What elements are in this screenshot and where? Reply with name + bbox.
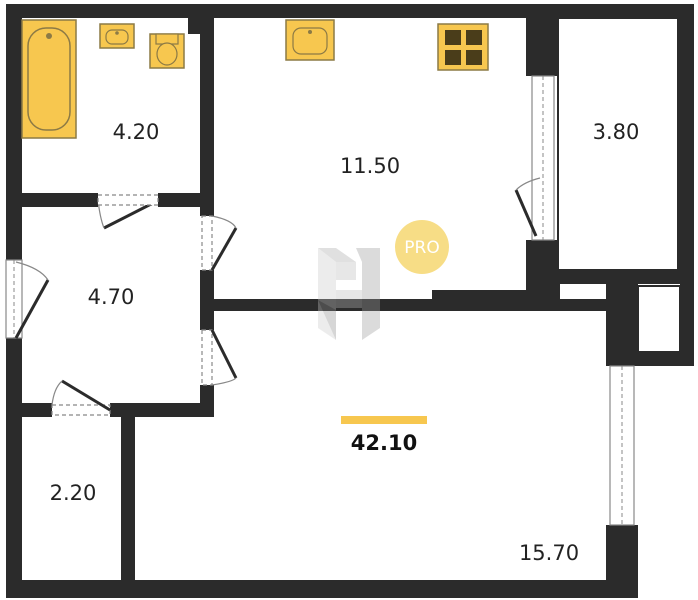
wall-left-upper: [6, 4, 22, 260]
room-area-bathroom: 4.20: [113, 120, 160, 144]
door-living-leaf: [210, 329, 238, 379]
wall-balcony-right: [678, 4, 694, 284]
room-area-kitchen: 11.50: [340, 154, 400, 178]
wall-balcony-outer: [544, 4, 694, 18]
doors: [14, 177, 541, 416]
wall-hall-bottom-b: [110, 403, 214, 417]
wall-top-notch: [188, 4, 202, 34]
wall-kitchen-corner: [432, 290, 528, 302]
wall-storage-right: [121, 415, 135, 595]
wall-top-left: [6, 4, 190, 18]
wall-bath-right: [200, 16, 214, 216]
wall-hall-bottom-a: [6, 403, 52, 417]
windows: [5, 75, 635, 526]
wall-left-mid: [6, 338, 22, 598]
room-area-hallway: 4.70: [88, 285, 135, 309]
room-area-storage: 2.20: [50, 481, 97, 505]
watermark-logo: [318, 248, 380, 340]
window-lines: [13, 76, 623, 525]
wall-living-right-a: [606, 284, 638, 366]
wall-kitchen-right-a: [526, 16, 560, 76]
door-storage-leaf: [61, 379, 111, 412]
total-area-bar: [341, 416, 427, 424]
door-entry-leaf: [14, 279, 50, 339]
wall-bottom: [6, 580, 638, 598]
total-area: 42.10: [351, 431, 417, 455]
door-balcony-leaf: [514, 189, 538, 237]
wall-balcony-bottom: [544, 270, 694, 284]
room-area-balcony: 3.80: [593, 120, 640, 144]
wall-balcony2-right: [680, 284, 694, 364]
walls: [6, 4, 694, 598]
wall-living-right-b: [606, 525, 638, 598]
fixtures: [21, 19, 489, 139]
wall-hall-right-a: [200, 270, 214, 330]
wall-bath-bottom-b: [158, 193, 214, 207]
wall-top-main: [202, 4, 556, 18]
room-area-living-room: 15.70: [519, 541, 579, 565]
door-kitchen-leaf: [210, 227, 238, 271]
wall-balcony2-bottom: [636, 352, 694, 366]
pro-badge-text: PRO: [404, 238, 439, 258]
wall-bath-bottom-a: [6, 193, 98, 207]
balcony-panel: [557, 17, 679, 271]
balcony2-panel: [637, 285, 681, 353]
pro-badge: PRO: [395, 220, 449, 274]
